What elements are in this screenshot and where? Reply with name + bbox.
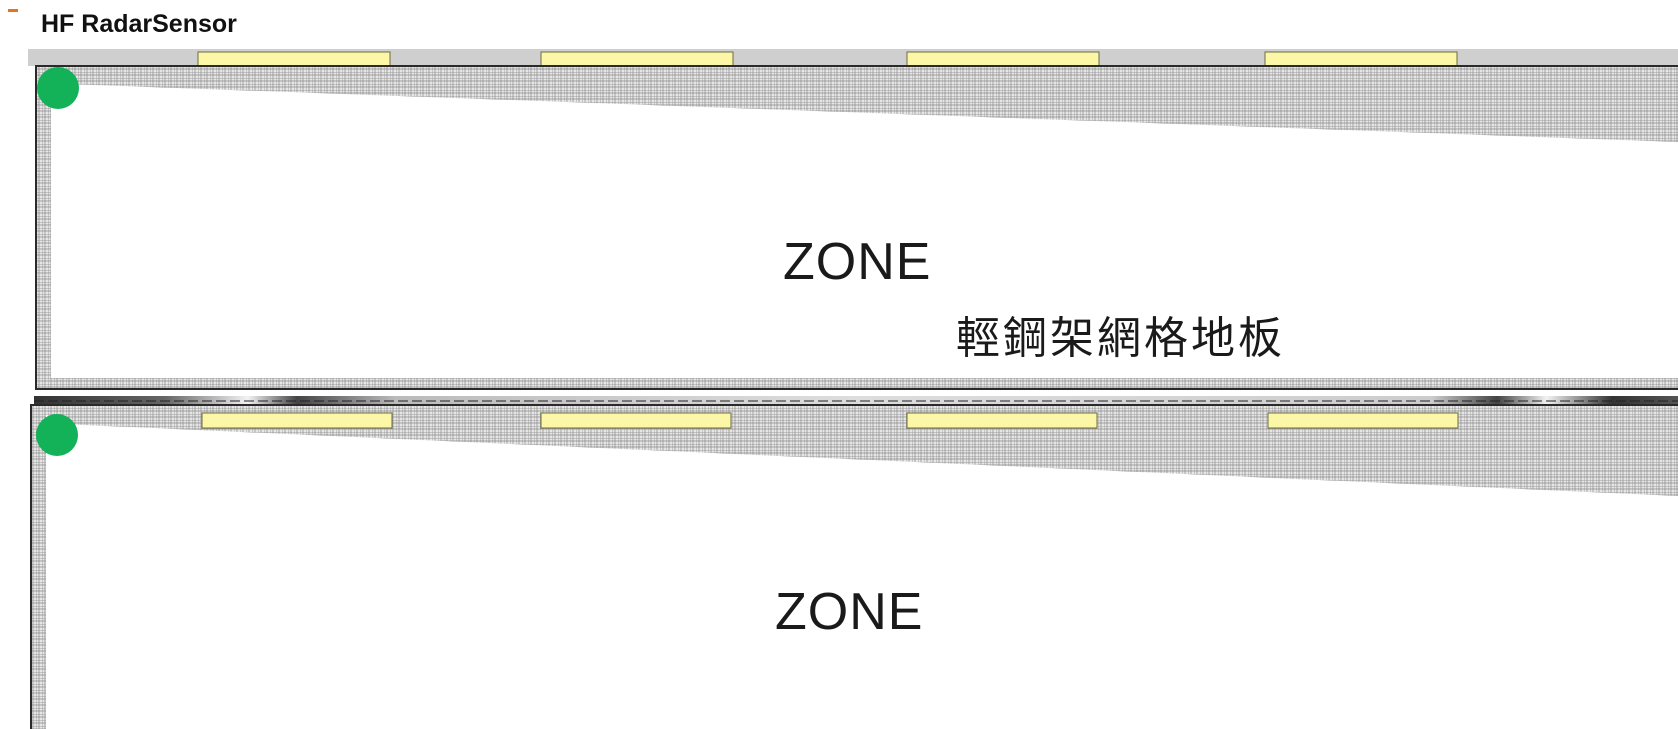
- zone-1-label: ZONE: [783, 233, 932, 291]
- light-fixture: [1267, 412, 1459, 429]
- wall-hatch: [37, 67, 51, 388]
- light-fixture: [906, 412, 1098, 429]
- floor-type-label: 輕鋼架網格地板: [956, 313, 1285, 364]
- zone-2-label: ZONE: [775, 583, 924, 641]
- light-fixture: [201, 412, 393, 429]
- wall-hatch: [32, 406, 46, 729]
- zone-1: [28, 49, 1678, 390]
- diagram-title: HF RadarSensor: [41, 10, 237, 38]
- radar-sensor-icon: [36, 414, 78, 456]
- radar-sensor-icon: [37, 67, 79, 109]
- corner-mark: [8, 9, 18, 12]
- light-fixture: [1264, 51, 1458, 67]
- light-fixture: [540, 412, 732, 429]
- light-fixture: [540, 51, 734, 67]
- coverage-area: [37, 67, 1678, 142]
- light-fixture: [197, 51, 391, 67]
- light-fixture: [906, 51, 1100, 67]
- coverage-area: [32, 406, 1678, 496]
- floor-hatch: [37, 378, 1678, 388]
- zone-2: [30, 404, 1678, 729]
